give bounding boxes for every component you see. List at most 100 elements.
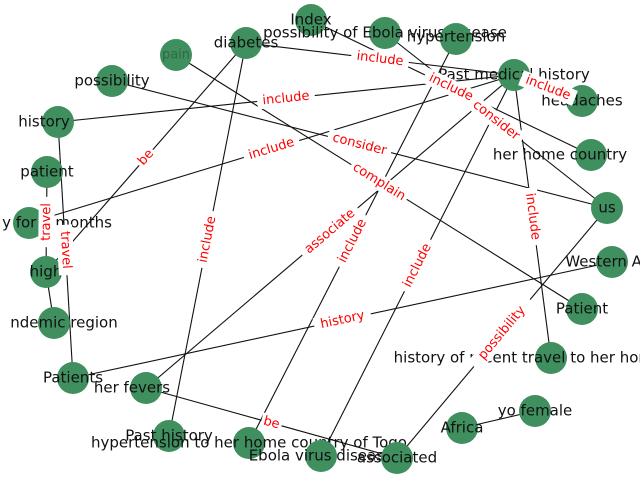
- node-history: history: [18, 106, 74, 138]
- node-us: us: [591, 192, 623, 224]
- node-endemic: ndemic region: [10, 307, 118, 339]
- edge-label: travel: [39, 203, 54, 241]
- node-circle: [305, 440, 337, 472]
- node-circle: [42, 106, 74, 138]
- node-circle: [440, 23, 472, 55]
- edge-label-group: include: [256, 87, 316, 110]
- node-possibility: possibility: [74, 65, 150, 97]
- edge-label: consider: [470, 97, 523, 143]
- node-circle: [596, 246, 628, 278]
- edge-label-group: include: [397, 236, 438, 295]
- node-africa: Africa: [441, 412, 484, 444]
- node-label: history of recent travel to her home cou…: [394, 349, 640, 367]
- edge-label-background: [312, 306, 373, 334]
- edge-label: be: [262, 414, 282, 433]
- edge-label-background: [297, 201, 363, 262]
- edge-label-group: include: [241, 132, 302, 166]
- edge-label-background: [347, 157, 411, 207]
- node-circle: [57, 362, 89, 394]
- edge-label: consider: [331, 130, 389, 158]
- edge-label-layer: include include include include include inclu…: [38, 47, 578, 434]
- node-label: y for 5 months: [2, 214, 112, 232]
- edge-label-background: [421, 67, 481, 108]
- node-label: high: [30, 263, 63, 281]
- edge-label-background: [194, 209, 221, 270]
- node-diabetes: diabetes: [214, 27, 279, 59]
- node-circle: [575, 139, 607, 171]
- edge-label-background: [397, 236, 438, 295]
- node-index: Index: [290, 4, 332, 36]
- node-circle: [535, 342, 567, 374]
- edge-label: history: [319, 308, 366, 332]
- node-yo_female: yo female: [498, 395, 573, 427]
- node-circle: [566, 293, 598, 325]
- edge-label-background: [133, 144, 159, 171]
- edge-label-background: [467, 294, 537, 372]
- node-label: ndemic region: [10, 314, 118, 332]
- node-high: high: [30, 256, 63, 288]
- node-label: associated: [357, 449, 437, 467]
- node-circle: [130, 372, 162, 404]
- node-circle: [230, 27, 262, 59]
- edge-label: travel: [57, 231, 74, 270]
- node-label: diabetes: [214, 34, 279, 52]
- node-circle: [96, 65, 128, 97]
- node-label: Patient: [556, 300, 608, 318]
- edge-label: include: [356, 49, 405, 69]
- node-label: her home country: [493, 146, 627, 164]
- node-western_af: Western Af: [565, 246, 640, 278]
- edge-label: include: [522, 192, 543, 241]
- node-ebola_vd: Ebola virus disease: [249, 440, 394, 472]
- node-label: Western Af: [565, 253, 640, 271]
- edge-label-background: [38, 196, 55, 248]
- edge-label-background: [325, 128, 394, 161]
- node-label: Index: [290, 11, 331, 29]
- node-circle: [233, 427, 265, 459]
- edge-label: include: [247, 135, 296, 163]
- node-patients: Patients: [43, 362, 103, 394]
- edge-label-group: complain: [347, 157, 411, 207]
- edge-label-group: travel: [38, 196, 55, 248]
- node-label: her fevers: [94, 379, 170, 397]
- node-circle: [13, 207, 45, 239]
- node-months: y for 5 months: [2, 207, 112, 239]
- node-pain: pain: [160, 39, 192, 71]
- node-circle: [38, 307, 70, 339]
- edge-label-group: travel: [56, 224, 75, 276]
- edge-label-background: [259, 412, 284, 434]
- node-label: Africa: [441, 419, 484, 437]
- node-label: patient: [20, 163, 73, 181]
- node-label: possibility: [74, 72, 149, 90]
- edge-label-background: [518, 70, 578, 106]
- node-patient2: Patient: [556, 293, 608, 325]
- node-hypertension: hypertension: [407, 23, 506, 55]
- edge-label-group: include: [520, 186, 545, 247]
- edge-label: include: [262, 89, 310, 109]
- node-circle: [160, 39, 192, 71]
- node-label: hypertension: [407, 28, 506, 46]
- edge-label-background: [350, 47, 410, 71]
- edge-label: include: [196, 215, 220, 264]
- node-label: history: [18, 113, 70, 131]
- node-circle: [295, 4, 327, 36]
- node-fevers: her fevers: [94, 372, 170, 404]
- edge-label-background: [241, 132, 302, 166]
- node-label: Past history: [125, 427, 213, 445]
- edge-label-group: history: [312, 306, 373, 334]
- node-label: Ebola virus disease: [249, 447, 394, 465]
- node-home_country: her home country: [493, 139, 627, 171]
- edge-label-background: [465, 94, 527, 147]
- node-patient: patient: [20, 156, 74, 188]
- node-circle: [591, 192, 623, 224]
- edge-label-background: [56, 224, 75, 276]
- edge-label-group: include: [194, 209, 221, 270]
- node-label: pain: [162, 48, 190, 63]
- node-past_history: Past history: [125, 420, 213, 452]
- edge-label-group: be: [259, 412, 284, 434]
- edge-label-group: be: [133, 144, 159, 171]
- node-circle: [446, 412, 478, 444]
- node-label: yo female: [498, 402, 573, 420]
- node-circle: [381, 442, 413, 474]
